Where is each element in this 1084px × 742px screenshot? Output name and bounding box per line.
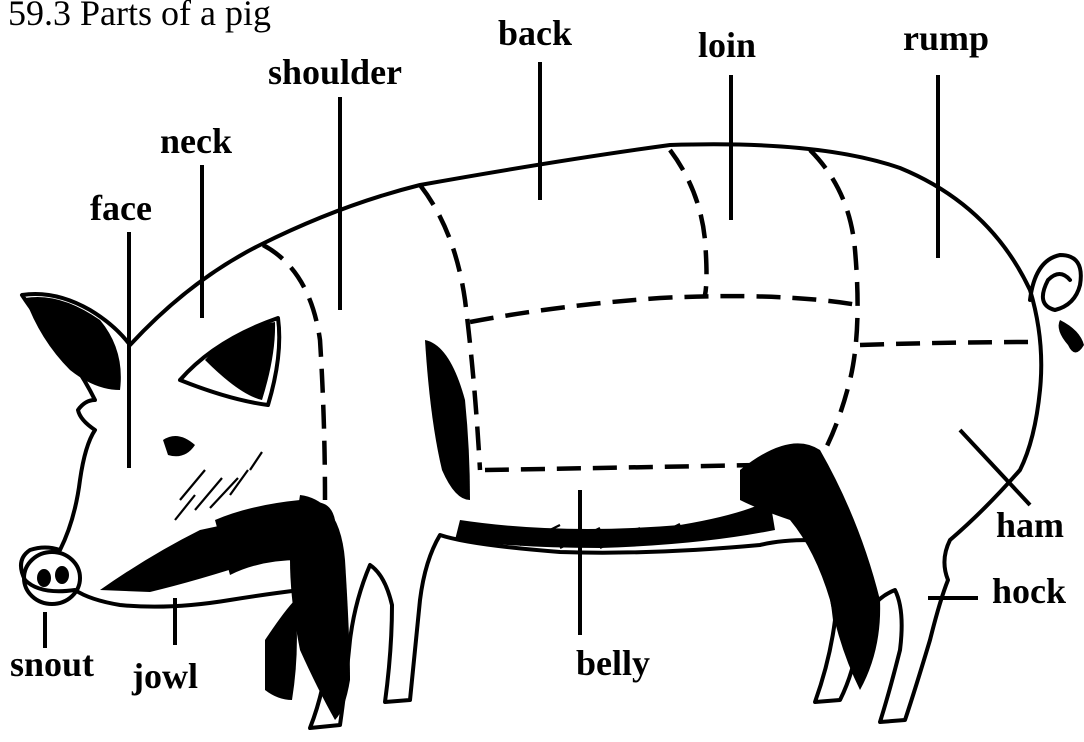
label-shoulder: shoulder [268, 52, 402, 92]
label-neck: neck [160, 121, 232, 161]
label-belly: belly [576, 643, 650, 683]
label-loin: loin [698, 25, 756, 65]
label-rump: rump [903, 18, 989, 58]
label-back: back [498, 13, 572, 53]
diagram-title: 59.3 Parts of a pig [8, 0, 271, 33]
snout-shape [24, 552, 80, 604]
label-ham: ham [996, 505, 1064, 545]
label-snout: snout [10, 644, 94, 684]
label-hock: hock [992, 571, 1066, 611]
cut-lines [263, 150, 1035, 500]
label-face: face [90, 188, 152, 228]
label-jowl: jowl [131, 656, 198, 696]
tail-curl [1030, 255, 1081, 310]
pig-illustration [21, 144, 1084, 728]
